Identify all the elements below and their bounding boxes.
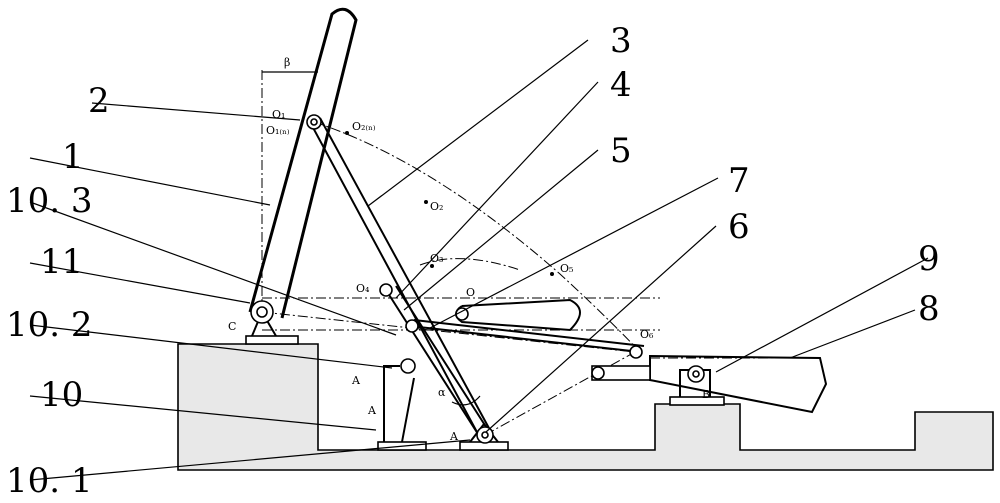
point-A-2: A xyxy=(351,374,361,387)
label-10: 10 xyxy=(40,375,83,415)
alpha-arc xyxy=(451,395,481,406)
link-5 xyxy=(409,319,645,353)
support-10 xyxy=(377,365,427,451)
label-11: 11 xyxy=(40,242,83,282)
point-O5: O₅ xyxy=(560,262,573,275)
point-alpha: α xyxy=(438,386,446,399)
pins xyxy=(250,114,705,444)
label-10-1: 10. 1 xyxy=(6,461,93,501)
point-O4: O₄ xyxy=(356,282,370,295)
reference-lines xyxy=(261,70,800,436)
label-10-3: 10. 3 xyxy=(6,181,93,221)
point-O3: O₃ xyxy=(430,252,443,265)
point-O2: O₂ xyxy=(430,200,443,213)
label-6: 6 xyxy=(728,207,750,247)
link-2 xyxy=(309,117,491,435)
label-9: 9 xyxy=(918,239,940,279)
point-beta: β xyxy=(284,56,290,69)
label-4: 4 xyxy=(610,65,632,105)
point-A-3: A xyxy=(367,404,377,417)
point-O1n: O₁₍ₙ₎ xyxy=(266,124,290,137)
label-8: 8 xyxy=(918,289,940,329)
point-B: B xyxy=(702,388,710,401)
label-3: 3 xyxy=(610,21,632,61)
point-O1: O₁ xyxy=(272,108,285,121)
point-O: O xyxy=(466,286,475,299)
leader-lines xyxy=(29,39,929,481)
point-C: C xyxy=(228,320,236,333)
point-A: A xyxy=(449,430,459,443)
label-1: 1 xyxy=(62,137,84,177)
boom-1 xyxy=(248,7,358,319)
point-O6: O₆ xyxy=(640,328,654,341)
label-2: 2 xyxy=(88,81,110,121)
link-4 xyxy=(385,285,489,435)
label-5: 5 xyxy=(610,131,632,171)
point-O2n: O₂₍ₙ₎ xyxy=(352,120,376,133)
label-7: 7 xyxy=(728,161,750,201)
label-10-2: 10. 2 xyxy=(6,305,93,345)
ground-foundation xyxy=(177,343,994,471)
